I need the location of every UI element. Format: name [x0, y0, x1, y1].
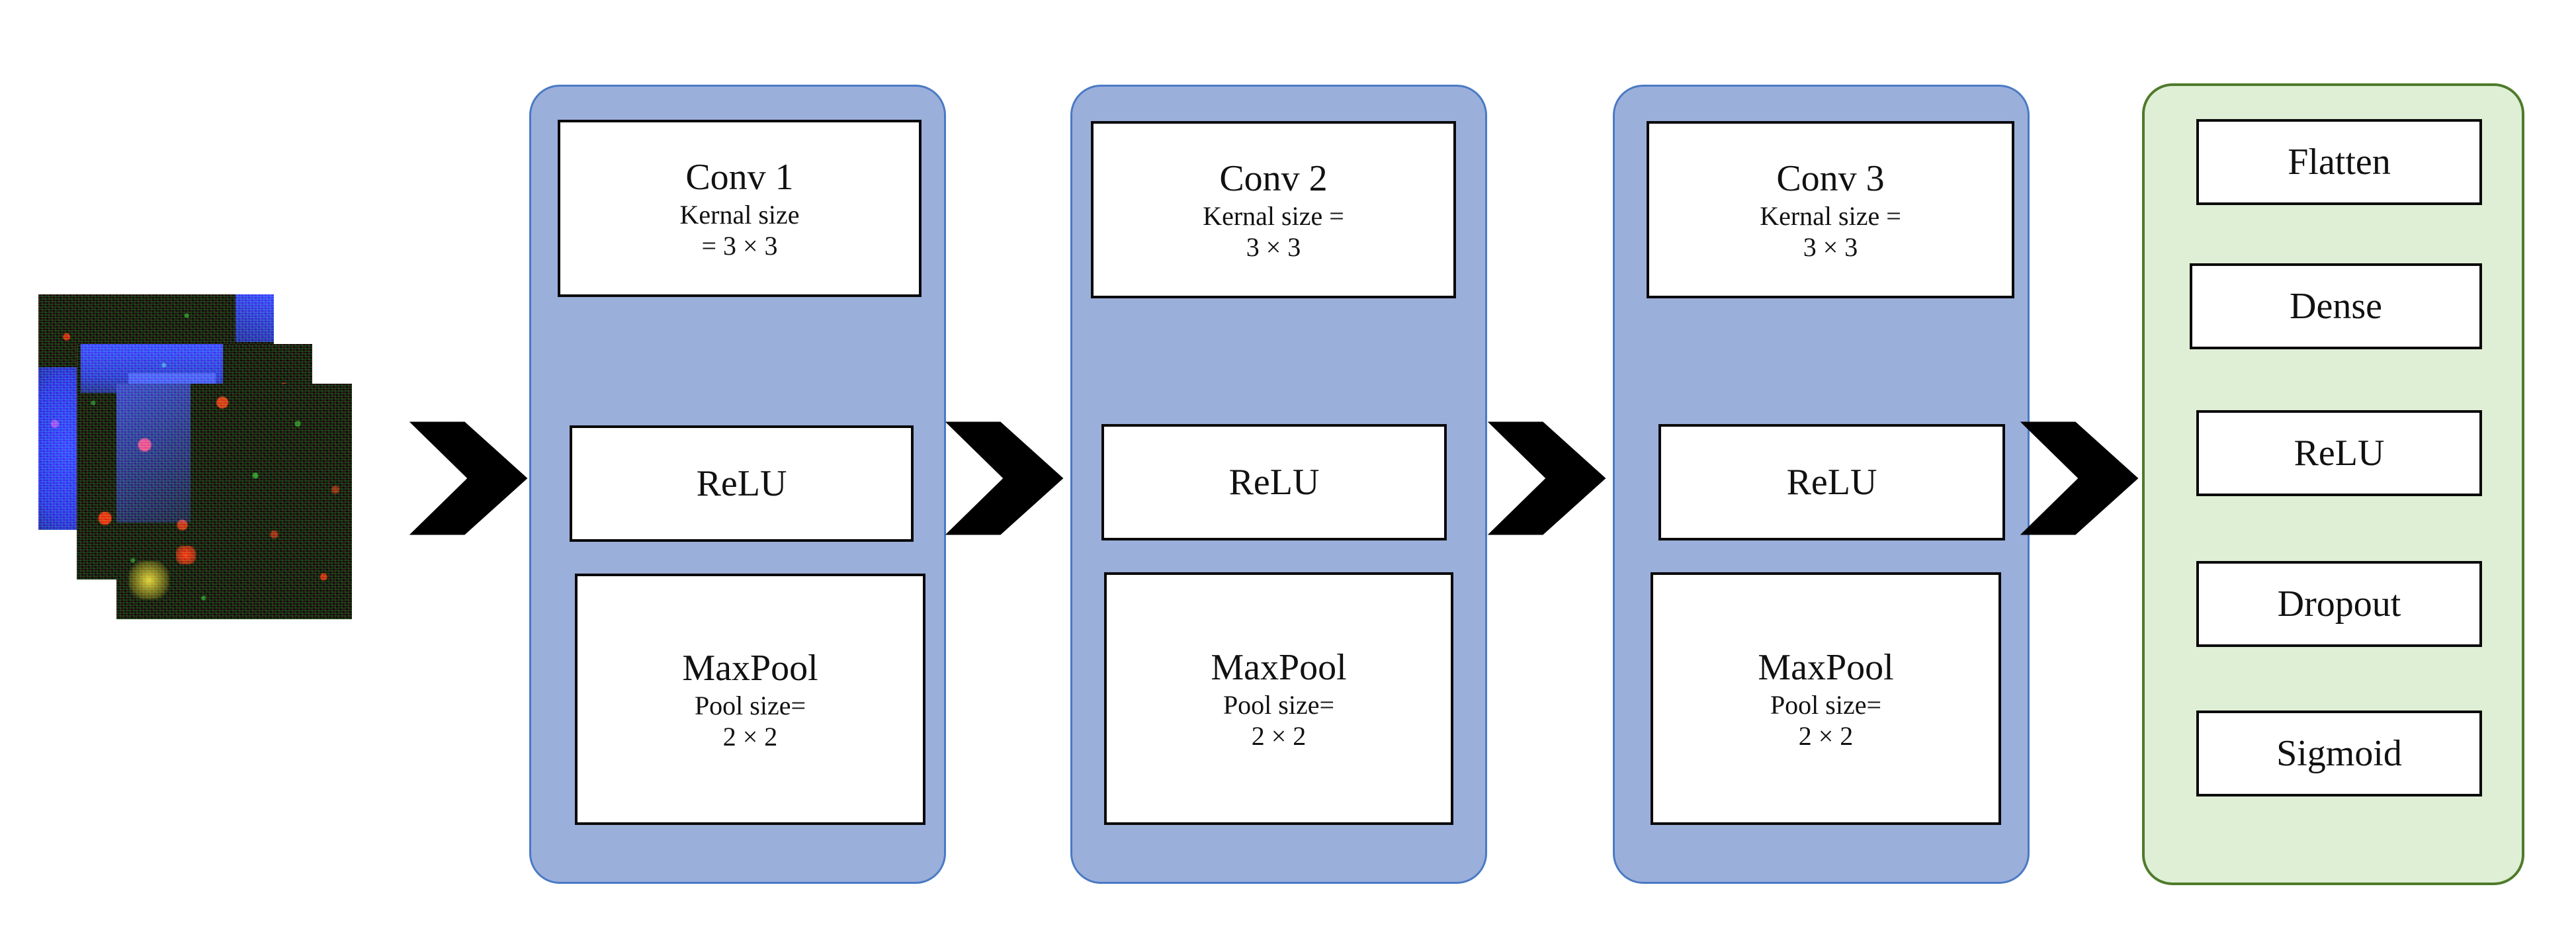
layer-box-flatten[interactable]: Flatten: [2196, 119, 2482, 205]
sigmoid-label: Sigmoid: [2276, 732, 2402, 774]
conv-block-2[interactable]: Conv 2 Kernal size = 3 × 3 ReLU MaxPool …: [1070, 85, 1487, 884]
layer-box-maxpool2[interactable]: MaxPool Pool size= 2 × 2: [1104, 572, 1453, 825]
chevron-right-icon: [409, 421, 528, 535]
flatten-label: Flatten: [2288, 141, 2391, 183]
conv3-kernel-label: Kernal size =: [1760, 200, 1901, 231]
red-dot-cluster: [176, 546, 196, 564]
yellow-blob: [128, 561, 169, 599]
conv2-kernel-value: 3 × 3: [1246, 232, 1301, 263]
chevron-right-icon: [1487, 421, 1606, 535]
relu1-label: ReLU: [696, 462, 787, 504]
microscopy-image-3: [116, 384, 352, 619]
layer-box-dense[interactable]: Dense: [2190, 263, 2482, 349]
layer-box-sigmoid[interactable]: Sigmoid: [2196, 711, 2482, 797]
layer-box-maxpool1[interactable]: MaxPool Pool size= 2 × 2: [575, 574, 925, 825]
layer-box-relu4[interactable]: ReLU: [2196, 410, 2482, 496]
dense-label: Dense: [2290, 285, 2382, 327]
maxpool2-title: MaxPool: [1211, 646, 1347, 688]
relu2-label: ReLU: [1228, 461, 1320, 503]
layer-box-conv3[interactable]: Conv 3 Kernal size = 3 × 3: [1647, 121, 2014, 298]
arrow-conv2-to-conv3: [1485, 415, 1611, 541]
relu4-label: ReLU: [2294, 432, 2385, 474]
blue-channel-corner: [236, 294, 274, 342]
maxpool2-pool-value: 2 × 2: [1251, 721, 1307, 752]
arrow-conv3-to-dense: [2018, 415, 2143, 541]
dense-block[interactable]: Flatten Dense ReLU Dropout Sigmoid: [2142, 83, 2524, 885]
conv2-title: Conv 2: [1219, 157, 1328, 199]
maxpool3-title: MaxPool: [1758, 646, 1894, 688]
conv-block-3[interactable]: Conv 3 Kernal size = 3 × 3 ReLU MaxPool …: [1613, 85, 2030, 884]
conv3-title: Conv 3: [1776, 157, 1885, 199]
conv3-kernel-value: 3 × 3: [1803, 232, 1858, 263]
layer-box-dropout[interactable]: Dropout: [2196, 561, 2482, 647]
layer-box-relu1[interactable]: ReLU: [570, 425, 914, 542]
conv2-kernel-label: Kernal size =: [1203, 200, 1344, 231]
maxpool1-pool-label: Pool size=: [694, 690, 806, 720]
blue-channel-region: [116, 384, 191, 523]
layer-box-conv2[interactable]: Conv 2 Kernal size = 3 × 3: [1091, 121, 1456, 298]
relu3-label: ReLU: [1786, 461, 1877, 503]
arrow-input-to-conv1: [407, 415, 533, 541]
maxpool3-pool-label: Pool size=: [1770, 689, 1882, 720]
dropout-label: Dropout: [2277, 583, 2401, 625]
layer-box-conv1[interactable]: Conv 1 Kernal size = 3 × 3: [558, 120, 922, 297]
layer-box-relu3[interactable]: ReLU: [1658, 424, 2005, 540]
maxpool3-pool-value: 2 × 2: [1798, 721, 1854, 752]
conv1-title: Conv 1: [685, 156, 794, 198]
conv1-kernel-value: = 3 × 3: [701, 231, 778, 261]
conv-block-1[interactable]: Conv 1 Kernal size = 3 × 3 ReLU MaxPool …: [529, 85, 946, 884]
chevron-right-icon: [2020, 421, 2139, 535]
conv1-kernel-label: Kernal size: [679, 199, 800, 230]
arrow-conv1-to-conv2: [943, 415, 1068, 541]
input-image-stack: [0, 0, 410, 662]
layer-box-relu2[interactable]: ReLU: [1101, 424, 1447, 540]
chevron-right-icon: [945, 421, 1064, 535]
layer-box-maxpool3[interactable]: MaxPool Pool size= 2 × 2: [1651, 572, 2001, 825]
maxpool1-title: MaxPool: [682, 647, 818, 689]
maxpool2-pool-label: Pool size=: [1223, 689, 1335, 720]
maxpool1-pool-value: 2 × 2: [722, 722, 778, 752]
